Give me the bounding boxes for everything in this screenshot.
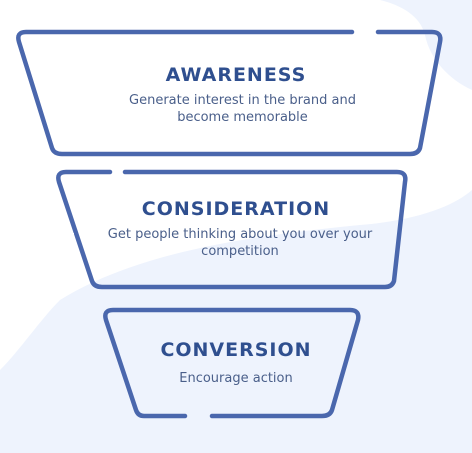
background-blob-top-right xyxy=(380,0,472,90)
stage-description: Get people thinking about you over your … xyxy=(107,227,373,259)
background-blob-bottom xyxy=(0,190,472,453)
stage-description: Generate interest in the brand and becom… xyxy=(129,93,356,125)
stage-title: CONVERSION xyxy=(160,339,312,361)
stage-title: AWARENESS xyxy=(165,64,307,86)
stage-description: Encourage action xyxy=(179,371,293,386)
stage-title: CONSIDERATION xyxy=(141,198,331,220)
